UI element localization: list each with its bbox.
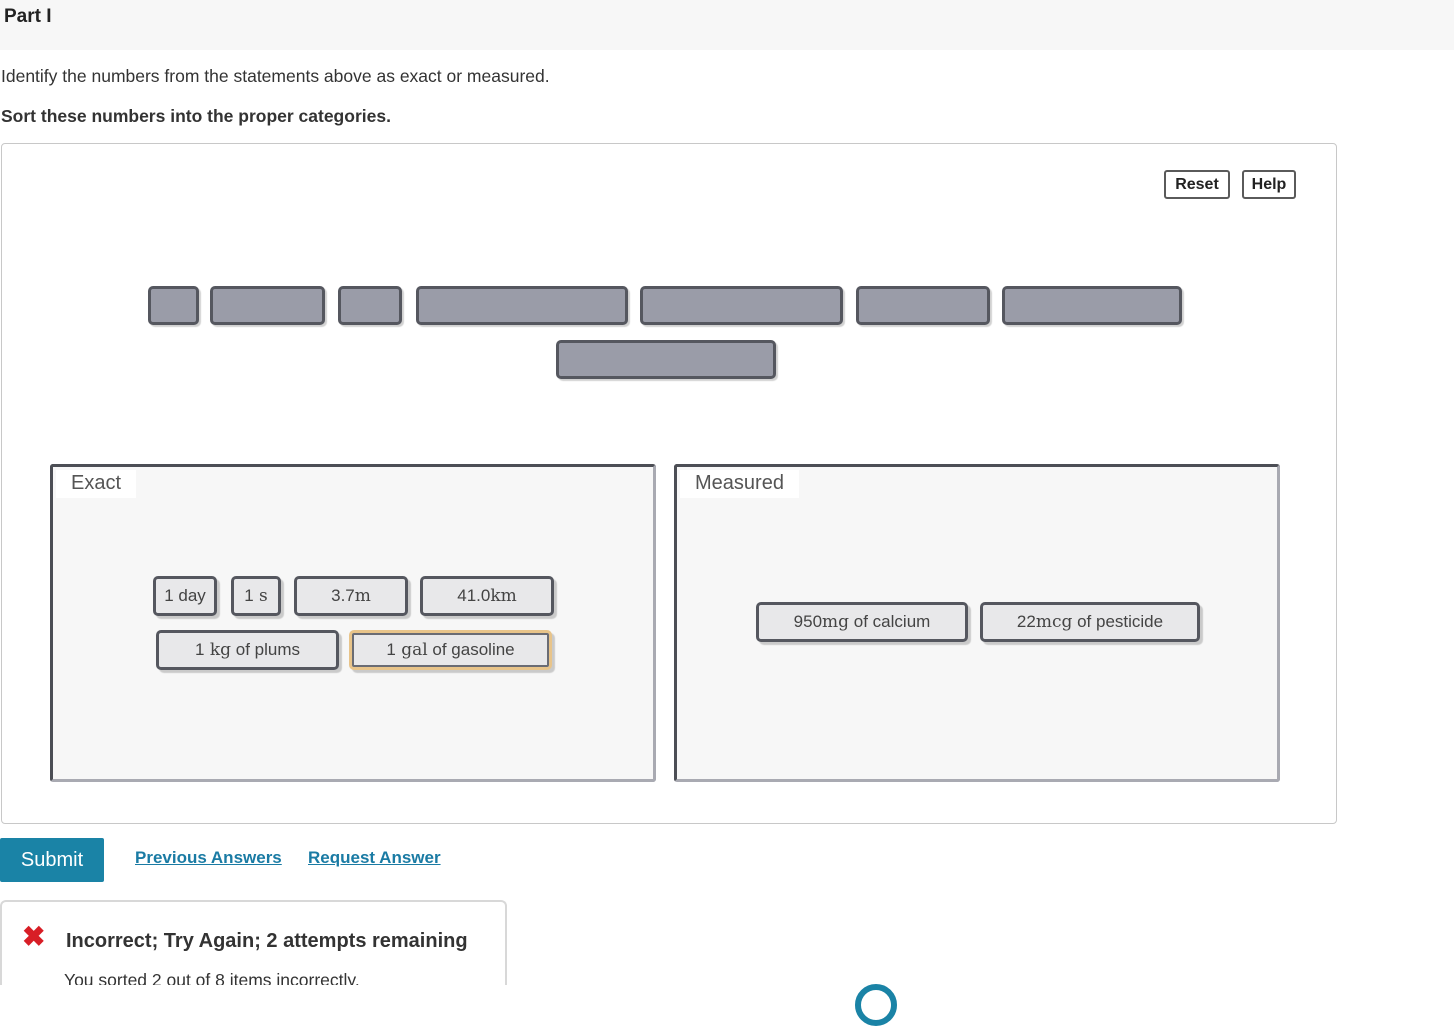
empty-slot (210, 286, 325, 325)
part-title: Part I (4, 6, 52, 27)
chip-1-gal-of-gasoline[interactable]: 1 gal of gasoline (349, 630, 552, 670)
chip-1-day[interactable]: 1 day (153, 576, 217, 616)
chip-suffix: day (173, 586, 206, 605)
exact-bin-label: Exact (56, 470, 137, 498)
chip-number: 41.0 (457, 586, 491, 605)
sort-instruction: Sort these numbers into the proper categ… (1, 106, 391, 126)
chip-unit: mcg (1035, 612, 1073, 632)
chip-unit: km (490, 586, 517, 606)
chip-number: 3.7 (331, 586, 355, 605)
empty-slot (416, 286, 628, 325)
chip-suffix: of calcium (849, 612, 931, 631)
empty-slot (148, 286, 199, 325)
empty-slot (856, 286, 990, 325)
submit-button[interactable]: Submit (0, 838, 104, 882)
chip-suffix: of pesticide (1072, 612, 1164, 631)
chip-suffix: of gasoline (427, 640, 515, 659)
chip-number: 1 (164, 586, 174, 605)
chip-unit: m (354, 586, 371, 606)
empty-slot (556, 340, 776, 379)
chip-unit: kg (204, 640, 232, 660)
measured-bin-label: Measured (680, 470, 799, 498)
empty-slot (640, 286, 843, 325)
help-button[interactable]: Help (1242, 170, 1296, 199)
empty-slot (338, 286, 402, 325)
chip-number: 950 (793, 612, 823, 631)
empty-slot (1002, 286, 1182, 325)
chip-number: 1 (244, 586, 254, 605)
chip-unit: s (253, 586, 268, 606)
exact-bin[interactable]: Exact (50, 464, 656, 782)
chip-suffix: of plums (231, 640, 301, 659)
help-circle-icon[interactable] (855, 984, 897, 1026)
chip-unit: gal (395, 640, 428, 660)
viewport-edge (0, 985, 1454, 998)
instruction-text: Identify the numbers from the statements… (1, 66, 550, 86)
chip-1-kg-of-plums[interactable]: 1 kg of plums (156, 630, 339, 670)
chip-number: 1 (194, 640, 205, 659)
previous-answers-link[interactable]: Previous Answers (135, 848, 282, 867)
chip-unit: mg (822, 612, 850, 632)
feedback-title: Incorrect; Try Again; 2 attempts remaini… (66, 930, 468, 952)
chip-number: 22 (1016, 612, 1036, 631)
chip-1-s[interactable]: 1 s (231, 576, 281, 616)
x-mark-icon: ✖ (22, 921, 46, 952)
request-answer-link[interactable]: Request Answer (308, 848, 441, 867)
part-header: Part I (0, 0, 1454, 50)
feedback-panel: ✖ Incorrect; Try Again; 2 attempts remai… (0, 900, 507, 998)
chip-number: 1 (386, 640, 396, 659)
reset-button[interactable]: Reset (1164, 170, 1230, 199)
